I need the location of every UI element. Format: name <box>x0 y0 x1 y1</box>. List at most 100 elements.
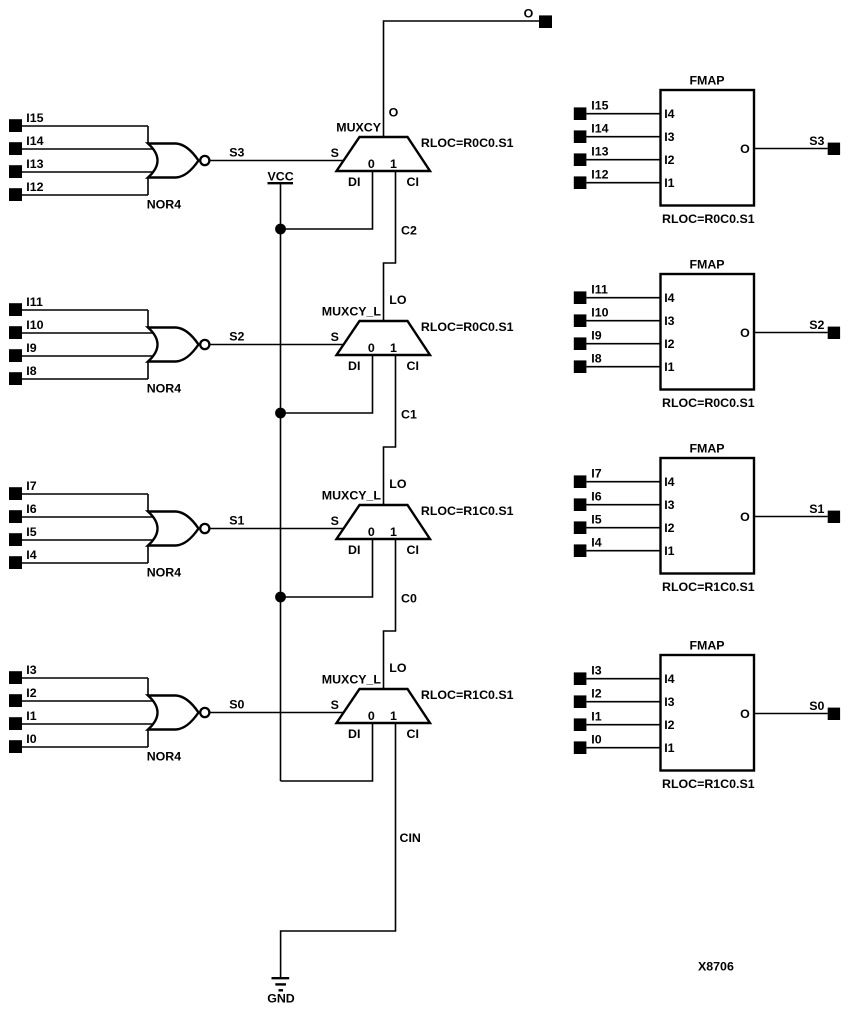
svg-text:I7: I7 <box>591 467 601 481</box>
svg-text:S: S <box>331 698 339 712</box>
svg-text:RLOC=R1C0.S1: RLOC=R1C0.S1 <box>421 688 514 702</box>
svg-text:I10: I10 <box>591 306 608 320</box>
svg-text:1: 1 <box>390 525 397 539</box>
svg-text:I11: I11 <box>26 295 43 309</box>
svg-text:CI: CI <box>407 543 419 557</box>
svg-text:S: S <box>331 514 339 528</box>
svg-text:0: 0 <box>368 709 375 723</box>
svg-text:I7: I7 <box>26 479 36 493</box>
svg-text:S0: S0 <box>809 699 824 713</box>
svg-text:I1: I1 <box>591 710 601 724</box>
svg-text:I9: I9 <box>26 341 36 355</box>
svg-text:I0: I0 <box>591 733 601 747</box>
svg-text:X8706: X8706 <box>698 960 734 974</box>
svg-text:S3: S3 <box>229 145 244 159</box>
svg-text:1: 1 <box>390 157 397 171</box>
svg-text:S2: S2 <box>229 329 244 343</box>
svg-text:0: 0 <box>368 525 375 539</box>
svg-text:I1: I1 <box>664 176 674 190</box>
svg-text:I4: I4 <box>664 291 674 305</box>
svg-text:I14: I14 <box>26 134 43 148</box>
svg-text:CI: CI <box>407 727 419 741</box>
svg-text:LO: LO <box>389 293 407 307</box>
svg-text:O: O <box>389 106 399 120</box>
svg-text:I6: I6 <box>26 502 36 516</box>
svg-text:I15: I15 <box>591 99 608 113</box>
svg-text:S1: S1 <box>229 513 244 527</box>
svg-text:FMAP: FMAP <box>689 442 724 456</box>
svg-text:I2: I2 <box>26 686 36 700</box>
svg-text:I4: I4 <box>664 475 674 489</box>
svg-text:I2: I2 <box>664 153 674 167</box>
svg-text:C2: C2 <box>401 224 417 238</box>
svg-text:NOR4: NOR4 <box>147 381 182 395</box>
svg-text:O: O <box>740 510 750 524</box>
svg-text:NOR4: NOR4 <box>147 197 182 211</box>
svg-text:RLOC=R0C0.S1: RLOC=R0C0.S1 <box>662 212 755 226</box>
svg-text:RLOC=R0C0.S1: RLOC=R0C0.S1 <box>421 136 514 150</box>
svg-text:NOR4: NOR4 <box>147 749 182 763</box>
svg-text:I3: I3 <box>664 498 674 512</box>
svg-text:FMAP: FMAP <box>689 74 724 88</box>
svg-text:I4: I4 <box>664 107 674 121</box>
svg-text:I12: I12 <box>26 180 43 194</box>
svg-text:I3: I3 <box>591 664 601 678</box>
svg-text:DI: DI <box>348 543 360 557</box>
svg-text:I11: I11 <box>591 283 608 297</box>
svg-text:RLOC=R1C0.S1: RLOC=R1C0.S1 <box>421 504 514 518</box>
svg-text:S3: S3 <box>809 134 824 148</box>
svg-text:I4: I4 <box>664 672 674 686</box>
svg-text:I3: I3 <box>26 663 36 677</box>
svg-text:I4: I4 <box>26 548 36 562</box>
svg-text:RLOC=R1C0.S1: RLOC=R1C0.S1 <box>662 777 755 791</box>
svg-text:I10: I10 <box>26 318 43 332</box>
svg-text:O: O <box>524 7 534 21</box>
svg-text:MUXCY_L: MUXCY_L <box>322 305 382 319</box>
svg-text:DI: DI <box>348 175 360 189</box>
svg-text:I5: I5 <box>591 513 601 527</box>
svg-text:I1: I1 <box>26 709 36 723</box>
svg-text:C1: C1 <box>401 408 417 422</box>
svg-text:MUXCY_L: MUXCY_L <box>322 489 382 503</box>
svg-text:NOR4: NOR4 <box>147 565 182 579</box>
svg-text:I2: I2 <box>591 687 601 701</box>
svg-text:RLOC=R0C0.S1: RLOC=R0C0.S1 <box>421 320 514 334</box>
svg-text:I12: I12 <box>591 168 608 182</box>
svg-text:CIN: CIN <box>400 831 421 845</box>
svg-text:DI: DI <box>348 359 360 373</box>
svg-text:S: S <box>331 330 339 344</box>
svg-text:C0: C0 <box>401 592 417 606</box>
svg-text:S2: S2 <box>809 318 824 332</box>
svg-text:I14: I14 <box>591 122 608 136</box>
svg-text:1: 1 <box>390 341 397 355</box>
svg-text:I1: I1 <box>664 741 674 755</box>
svg-text:I3: I3 <box>664 314 674 328</box>
svg-text:0: 0 <box>368 341 375 355</box>
svg-text:I2: I2 <box>664 337 674 351</box>
svg-text:FMAP: FMAP <box>689 258 724 272</box>
svg-text:LO: LO <box>389 477 407 491</box>
svg-text:CI: CI <box>407 359 419 373</box>
svg-text:GND: GND <box>267 992 295 1006</box>
svg-text:I13: I13 <box>26 157 43 171</box>
svg-text:1: 1 <box>390 709 397 723</box>
svg-text:MUXCY: MUXCY <box>336 121 381 135</box>
svg-text:RLOC=R1C0.S1: RLOC=R1C0.S1 <box>662 580 755 594</box>
svg-text:I13: I13 <box>591 145 608 159</box>
svg-text:CI: CI <box>407 175 419 189</box>
svg-text:I1: I1 <box>664 360 674 374</box>
svg-text:0: 0 <box>368 157 375 171</box>
svg-text:RLOC=R0C0.S1: RLOC=R0C0.S1 <box>662 396 755 410</box>
svg-text:O: O <box>740 326 750 340</box>
svg-text:I9: I9 <box>591 329 601 343</box>
svg-text:I15: I15 <box>26 111 43 125</box>
svg-text:I4: I4 <box>591 536 601 550</box>
svg-text:I3: I3 <box>664 130 674 144</box>
svg-text:S0: S0 <box>229 697 244 711</box>
svg-text:S: S <box>331 146 339 160</box>
svg-text:O: O <box>740 707 750 721</box>
svg-text:O: O <box>740 142 750 156</box>
svg-text:I2: I2 <box>664 718 674 732</box>
svg-text:I5: I5 <box>26 525 36 539</box>
svg-text:I8: I8 <box>26 364 36 378</box>
